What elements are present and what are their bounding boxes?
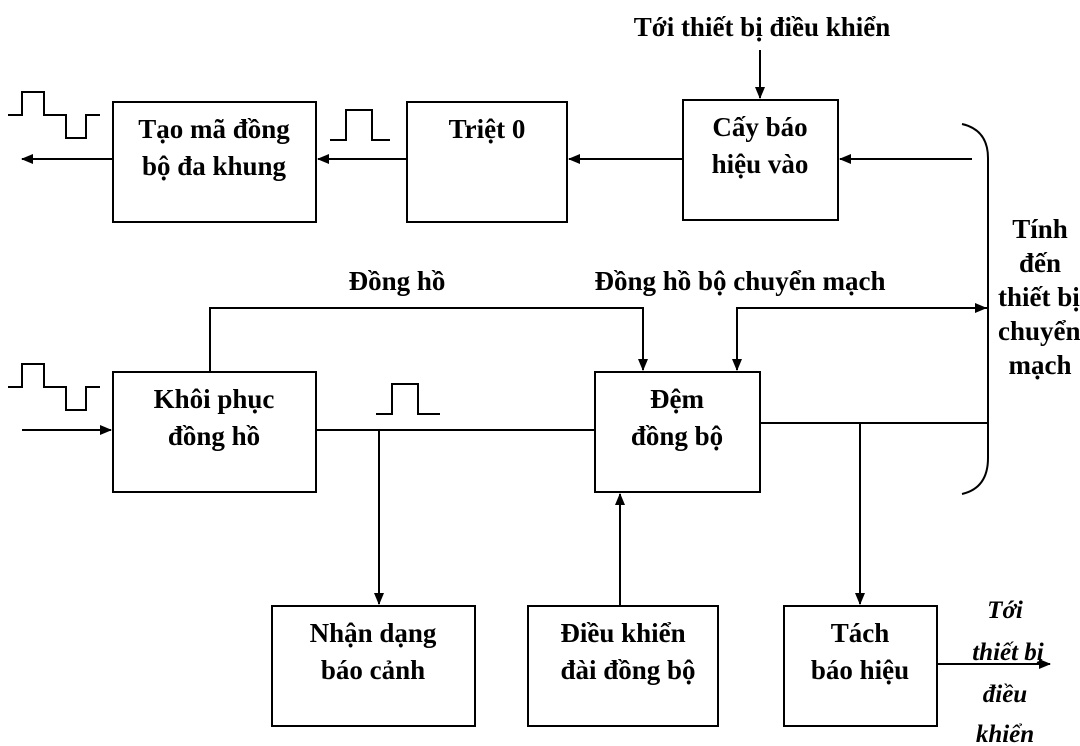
alarm-detection-label-line2: báo cảnh bbox=[321, 655, 425, 685]
pulse-icon-middle bbox=[376, 383, 440, 415]
frame-sync-label-line1: Tạo mã đồng bbox=[138, 114, 290, 144]
side-label-line2: đến bbox=[1019, 248, 1061, 278]
block-sync-buffer: Đệm đồng bộ bbox=[594, 371, 761, 493]
alarm-detection-label-line1: Nhận dạng bbox=[310, 618, 437, 648]
signal-insert-label-line2: hiệu vào bbox=[712, 149, 809, 179]
clock-wire-label: Đồng hồ bbox=[349, 266, 446, 296]
signal-insert-label-line1: Cấy báo bbox=[712, 112, 807, 142]
clock-line bbox=[209, 307, 648, 372]
block-signal-extract: Tách báo hiệu bbox=[783, 605, 938, 727]
block-signal-insert: Cấy báo hiệu vào bbox=[682, 99, 839, 221]
output-label-line4: khiển bbox=[976, 721, 1034, 746]
clock-control-label-line2: đài đồng bộ bbox=[560, 655, 695, 685]
side-label-line1: Tính bbox=[1012, 214, 1068, 244]
zero-suppression-label: Triệt 0 bbox=[449, 114, 526, 144]
side-label-line5: mạch bbox=[1009, 350, 1072, 380]
block-frame-sync-generator: Tạo mã đồng bộ đa khung bbox=[112, 101, 317, 223]
signal-extract-label-line1: Tách bbox=[831, 618, 890, 648]
waveform-icon-top-left bbox=[8, 91, 100, 139]
switch-clock-line bbox=[732, 307, 988, 371]
pulse-icon-top bbox=[330, 109, 390, 141]
block-clock-recovery: Khôi phục đồng hồ bbox=[112, 371, 317, 493]
output-label-line2: thiết bị bbox=[972, 639, 1044, 666]
block-clock-control: Điều khiển đài đồng bộ bbox=[527, 605, 719, 727]
top-label-to-control-device: Tới thiết bị điều khiển bbox=[634, 12, 891, 42]
output-label-line3: điều bbox=[983, 681, 1028, 708]
signal-extract-label-line2: báo hiệu bbox=[811, 655, 909, 685]
frame-sync-label-line2: bộ đa khung bbox=[142, 151, 287, 181]
side-label-line3: thiết bị bbox=[998, 282, 1080, 312]
clock-recovery-label-line1: Khôi phục bbox=[154, 384, 275, 414]
sync-buffer-label-line2: đồng bộ bbox=[631, 421, 723, 451]
block-zero-suppression: Triệt 0 bbox=[406, 101, 568, 223]
waveform-icon-middle-left bbox=[8, 363, 100, 411]
clock-control-label-line1: Điều khiển bbox=[560, 618, 685, 648]
sync-buffer-label-line1: Đệm bbox=[650, 384, 704, 414]
block-alarm-detection: Nhận dạng báo cảnh bbox=[271, 605, 476, 727]
switch-clock-wire-label: Đồng hồ bộ chuyển mạch bbox=[594, 266, 885, 296]
clock-recovery-label-line2: đồng hồ bbox=[168, 421, 260, 451]
output-label-line1: Tới bbox=[987, 597, 1023, 624]
side-label-line4: chuyển bbox=[998, 316, 1080, 346]
